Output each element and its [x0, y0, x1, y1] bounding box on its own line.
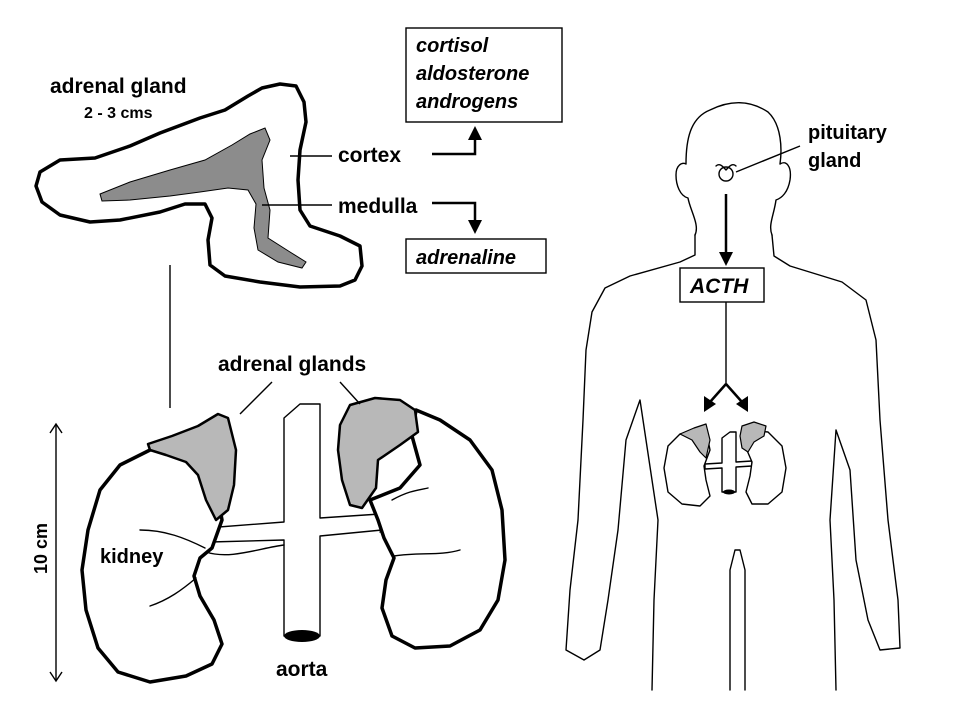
- pituitary-to-acth-arrow-head: [719, 252, 733, 266]
- aorta-opening: [284, 630, 320, 642]
- pituitary-gland-shape: [718, 166, 734, 182]
- cortex-arrow: [432, 138, 477, 156]
- pituitary-pointer: [735, 145, 801, 173]
- hormone-cortisol: cortisol: [416, 35, 489, 57]
- left-renal-vessel: [205, 544, 285, 556]
- body-silhouette: [565, 102, 901, 691]
- cortex-arrow-head: [468, 126, 482, 140]
- right-kidney-calyx: [393, 549, 461, 557]
- kidney-label: kidney: [100, 546, 164, 568]
- kidney-height-label: 10 cm: [31, 523, 51, 574]
- body-kidneys: [663, 421, 787, 507]
- adrenal-glands-pointer-left: [239, 381, 273, 415]
- acth-right-arrow-head: [736, 396, 748, 412]
- body-aorta-opening: [723, 489, 735, 495]
- body-right-adrenal: [739, 421, 767, 453]
- gland-size-label: 2 - 3 cms: [84, 105, 153, 122]
- adrenal-glands-label: adrenal glands: [218, 353, 366, 376]
- cortex-hormones-box: [405, 27, 563, 123]
- pituitary-label-line1: pituitary: [808, 122, 888, 144]
- adrenal-gland-section: [34, 82, 364, 289]
- adrenal-glands-pointer-right: [339, 381, 361, 405]
- medulla-label: medulla: [338, 195, 418, 218]
- acth-left-arrow: [709, 383, 727, 403]
- right-adrenal-gland: [336, 396, 420, 510]
- measure-arrow-top: [49, 422, 63, 434]
- hormone-aldosterone: aldosterone: [416, 63, 529, 85]
- body-outline: [565, 234, 901, 691]
- head-outline: [675, 102, 792, 236]
- acth-right-arrow: [725, 383, 743, 403]
- right-kidney-calyx: [391, 487, 429, 501]
- medulla-arrow-head: [468, 220, 482, 234]
- adrenal-medulla: [99, 127, 307, 269]
- aorta-label: aorta: [276, 658, 328, 681]
- body-left-adrenal: [679, 423, 711, 459]
- measure-arrow-bottom: [49, 671, 63, 683]
- body-right-kidney: [745, 429, 787, 505]
- medulla-arrow: [432, 201, 477, 222]
- pituitary-stalk: [715, 163, 737, 171]
- cortex-label: cortex: [338, 144, 401, 167]
- kidneys-aorta: [80, 396, 507, 684]
- adrenal-gland-label: adrenal gland: [50, 75, 187, 98]
- left-kidney-calyx: [149, 577, 197, 607]
- left-kidney-calyx: [139, 529, 206, 549]
- hormone-androgens: androgens: [416, 91, 518, 113]
- acth-left-arrow-head: [704, 396, 716, 412]
- adrenaline-box: [405, 238, 547, 274]
- left-kidney: [80, 444, 224, 684]
- acth-label: ACTH: [689, 275, 749, 298]
- left-adrenal-gland: [146, 412, 238, 522]
- hormone-adrenaline: adrenaline: [416, 247, 516, 269]
- pituitary-label-line2: gland: [808, 150, 861, 172]
- acth-box: [679, 267, 765, 303]
